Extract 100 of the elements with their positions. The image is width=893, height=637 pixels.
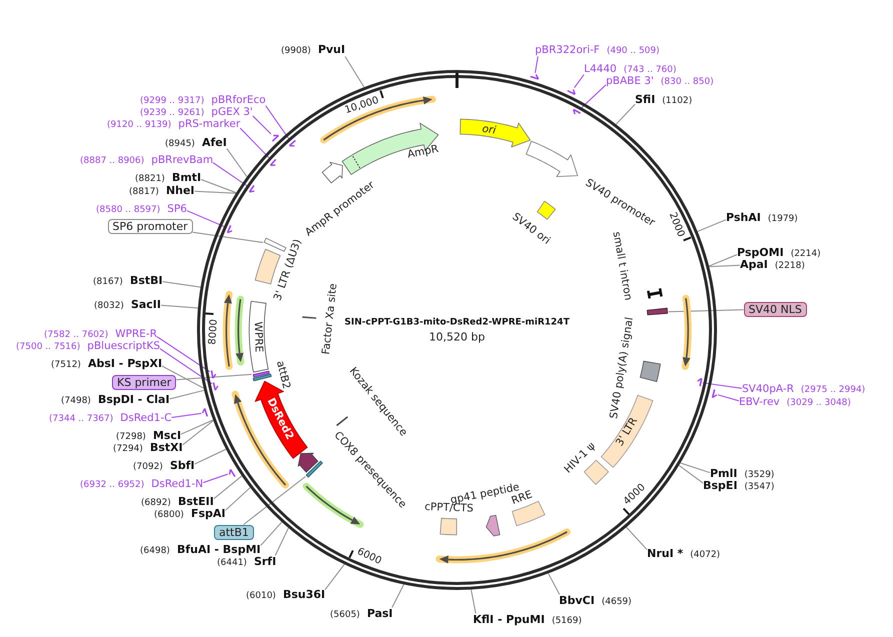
leader-line (702, 382, 742, 389)
primer-range: (9239 .. 9261) (140, 106, 204, 118)
orf-track (680, 294, 692, 370)
primer-name: SP6 (167, 202, 187, 214)
primer-mark-icon (529, 72, 540, 80)
leader-line (182, 420, 214, 446)
site-position: (4072) (690, 548, 720, 560)
enzyme-name: KflI - PpuMI (473, 614, 545, 626)
leader-line (274, 527, 289, 556)
site-position: (7092) (133, 460, 163, 472)
leader-line (194, 448, 226, 465)
leader-line (176, 374, 252, 380)
leader-line (160, 304, 198, 308)
primer-mark-icon (572, 108, 582, 116)
enzyme-name: BstEII (178, 496, 214, 508)
site-position: (7498) (61, 394, 91, 406)
feature-tag: SV40 NLS (744, 302, 807, 316)
plasmid-name: SIN-cPPT-G1B3-mito-DsRed2-WPRE-miR124T (344, 318, 570, 328)
enzyme-name: PmlI (710, 468, 738, 480)
orf-track (434, 528, 571, 565)
leader-line (180, 420, 214, 435)
feature-mark-icon (252, 370, 270, 378)
site-position: (1979) (768, 212, 798, 224)
primer-range: (9299 .. 9317) (140, 94, 204, 106)
enzyme-name: BspEI (703, 480, 738, 492)
feature-tag: KS primer (112, 374, 176, 390)
primer-mark-icon (710, 388, 718, 400)
enzyme-name: PasI (366, 608, 393, 620)
site-position: (1102) (662, 94, 692, 106)
leader-line (213, 475, 242, 500)
enzyme-name: SfiI (635, 94, 656, 106)
enzyme-name: BfuAI - BspMI (176, 544, 261, 556)
primer-range: (2975 .. 2994) (800, 384, 866, 396)
site-position: (6498) (140, 544, 170, 556)
feature-label: Factor Xa site (321, 282, 339, 356)
orf-track (222, 290, 234, 370)
leader-line (226, 148, 248, 178)
feature-label: AmpR (406, 144, 440, 160)
leader-line (260, 522, 282, 546)
orf-track (320, 94, 438, 144)
primer-mark-icon (228, 468, 236, 478)
leader-line (548, 572, 560, 595)
primer-name: DsRed1-N (151, 478, 204, 490)
primer-mark-icon (212, 380, 220, 392)
leader-line (470, 589, 476, 614)
primer-range: (743 .. 760) (624, 64, 676, 76)
primer-range: (8580 .. 8597) (96, 204, 160, 216)
enzyme-name: Bsu36I (282, 588, 326, 600)
leader-line (392, 584, 404, 608)
plasmid-size: 10,520 bp (429, 332, 485, 342)
feature-label: ori (482, 124, 496, 136)
feature-label: SV40 poly(A) signal (608, 316, 636, 420)
site-position: (3547) (744, 480, 774, 492)
site-position: (7512) (51, 358, 81, 370)
enzyme-name: PshAI (726, 212, 761, 224)
leader-line (202, 474, 228, 484)
enzyme-name: SbfI (170, 460, 195, 472)
scale-label: 6000 (356, 546, 383, 567)
enzyme-name: NheI (166, 184, 195, 196)
scale-label: 10,000 (343, 96, 380, 117)
feature-tag: SP6 promoter (108, 218, 193, 234)
leader-line (668, 309, 744, 312)
feature-mark-icon (305, 460, 324, 478)
primer-range: (830 .. 850) (660, 76, 714, 88)
site-position: (2218) (774, 260, 805, 272)
leader-line (224, 487, 251, 511)
primer-name: pBluescriptKS (87, 340, 160, 352)
primer-range: (3029 .. 3048) (786, 396, 851, 408)
feature-mark-icon (646, 307, 669, 317)
site-position: (7294) (113, 442, 143, 454)
leader-line (708, 264, 740, 268)
primer-range: (7500 .. 7516) (16, 340, 80, 352)
primer-name: L4440 (584, 62, 617, 74)
leader-line (162, 366, 204, 389)
enzyme-name: BstBI (130, 274, 163, 286)
enzyme-name: FspAI (190, 508, 226, 520)
scale-label: 8000 (208, 318, 220, 345)
leader-line (580, 84, 606, 109)
site-position: (8821) (135, 172, 165, 184)
enzyme-name: SrfI (254, 556, 276, 568)
leader-line (240, 128, 270, 158)
primer-range: (6932 .. 6952) (80, 478, 144, 490)
feature-label: WPRE (252, 322, 264, 352)
primer-name: DsRed1-C (120, 412, 172, 424)
primer-name: pRS-marker (178, 118, 240, 130)
primer-name: pBRrevBam (151, 154, 214, 166)
feature-label: cPPT/CTS (424, 502, 474, 514)
site-position: (8945) (165, 138, 195, 150)
site-position: (5605) (330, 608, 360, 620)
primer-range: (7582 .. 7602) (44, 328, 108, 340)
enzyme-name: MscI (152, 430, 182, 442)
primer-range: (7344 .. 7367) (49, 412, 114, 424)
site-position: (6892) (141, 496, 171, 508)
primer-mark-icon (288, 139, 297, 148)
primer-mark-icon (270, 134, 280, 143)
leader-line (616, 104, 636, 125)
primer-name: pGEX 3' (211, 106, 253, 118)
leader-line (344, 56, 365, 88)
leader-line (678, 464, 704, 484)
primer-name: WPRE-R (115, 328, 158, 340)
